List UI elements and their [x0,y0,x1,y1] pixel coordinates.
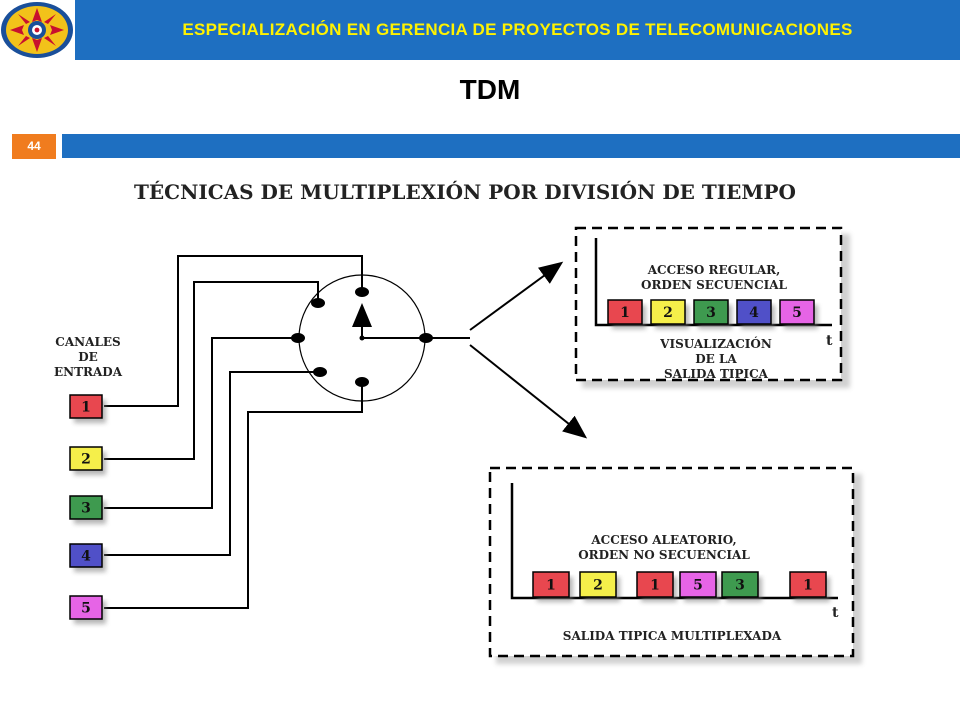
box-fill [607,299,643,325]
regular-caption-line: VISUALIZACIÓN [659,335,772,351]
regular-slot: 1 [607,299,646,329]
box-label: 2 [593,578,603,594]
box-label: 1 [546,578,556,594]
wire-channel-4 [104,371,320,556]
channel-box-1: 1 [69,394,106,423]
input-label-line: DE [78,350,98,364]
box-label: 3 [735,578,745,594]
commutator [291,274,470,402]
box-fill [650,299,686,325]
channel-box-5: 5 [69,595,106,624]
regular-slot: 4 [736,299,775,329]
contact [313,367,327,377]
regular-slot: 2 [650,299,689,329]
diagram-heading: TÉCNICAS DE MULTIPLEXIÓN POR DIVISIÓN DE… [134,179,796,204]
box-fill [736,299,772,325]
regular-axis-label: t [826,333,833,349]
random-title-line: ACCESO ALEATORIO, [590,533,736,547]
box-label: 2 [81,452,91,468]
random-slot: 5 [679,571,720,602]
box-label: 1 [650,578,660,594]
contact [291,333,305,343]
accent-bar [62,134,960,158]
random-title-line: ORDEN NO SECUENCIAL [578,548,750,562]
regular-slot: 3 [693,299,732,329]
contact [355,287,369,297]
channel-wires [104,255,363,609]
box-fill [721,571,759,598]
university-logo [0,0,75,60]
commutator-hub [359,335,365,341]
box-label: 4 [749,305,759,321]
channel-box-2: 2 [69,446,106,475]
box-fill [69,446,103,471]
header-title: ESPECIALIZACIÓN EN GERENCIA DE PROYECTOS… [182,20,853,39]
random-slot: 2 [579,571,620,602]
input-label: CANALES DE ENTRADA [54,335,123,379]
box-label: 1 [620,305,630,321]
input-label-line: CANALES [55,335,120,349]
contact [355,377,369,387]
box-label: 5 [81,601,91,617]
box-fill [69,543,103,568]
box-fill [69,595,103,620]
random-slot: 1 [532,571,573,602]
page-number: 44 [27,139,41,153]
contact [311,298,325,308]
box-fill [679,571,717,598]
wire-channel-3 [104,337,298,509]
input-label-line: ENTRADA [54,365,123,379]
channel-list: 1 2 3 4 5 [69,394,106,624]
box-fill [636,571,674,598]
box-label: 5 [792,305,802,321]
tdm-diagram: TÉCNICAS DE MULTIPLEXIÓN POR DIVISIÓN DE… [54,179,862,664]
box-label: 1 [803,578,813,594]
box-fill [69,495,103,520]
random-slot: 1 [789,571,830,602]
regular-output-panel: ACCESO REGULAR, ORDEN SECUENCIAL 1 2 3 4 5 t… [574,226,850,388]
box-fill [789,571,827,598]
regular-title-line: ACCESO REGULAR, [647,263,781,277]
box-label: 4 [81,549,91,565]
random-axis-label: t [832,605,839,621]
box-label: 1 [81,400,91,416]
regular-title-line: ORDEN SECUENCIAL [641,278,788,292]
regular-caption-line: DE LA [695,352,737,366]
box-label: 2 [663,305,673,321]
channel-box-4: 4 [69,543,106,572]
box-fill [532,571,570,598]
random-slot: 1 [636,571,677,602]
box-fill [779,299,815,325]
wire-channel-5 [104,382,363,609]
box-fill [579,571,617,598]
page-number-badge [12,134,56,159]
random-output-panel: ACCESO ALEATORIO, ORDEN NO SECUENCIAL 1 2… [488,466,862,664]
random-slot: 3 [721,571,762,602]
slide-title: TDM [459,74,521,105]
channel-box-3: 3 [69,495,106,524]
regular-caption-line: SALIDA TIPICA [664,367,769,381]
panel-frame [488,466,855,658]
box-label: 3 [81,501,91,517]
regular-slot-list: 1 2 3 4 5 [607,299,818,329]
random-caption: SALIDA TIPICA MULTIPLEXADA [563,629,782,643]
wire-channel-2 [104,281,319,460]
arrow-to-regular [469,261,564,331]
header-bar [75,0,960,60]
box-label: 5 [693,578,703,594]
random-slot-list: 1 2 1 5 3 1 [532,571,830,602]
wire-channel-1 [104,255,363,407]
box-label: 3 [706,305,716,321]
box-fill [69,394,103,419]
arrow-to-random [469,344,588,439]
regular-slot: 5 [779,299,818,329]
box-fill [693,299,729,325]
